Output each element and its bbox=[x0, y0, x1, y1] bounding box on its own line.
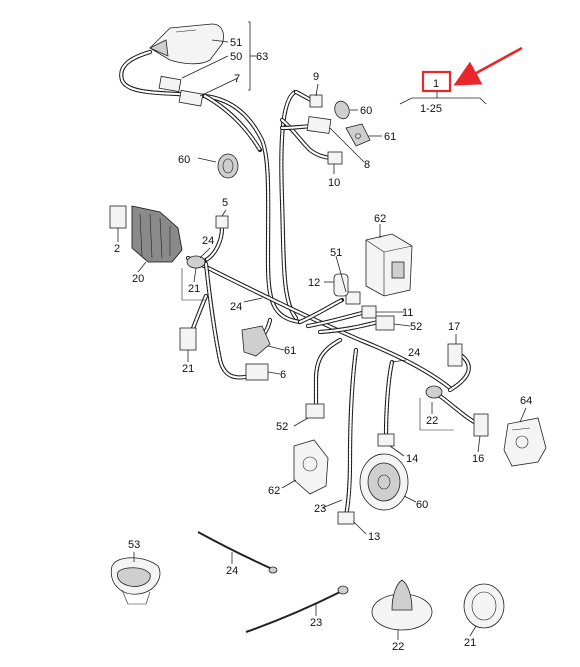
connector-16 bbox=[473, 413, 489, 437]
highlight-arrow bbox=[453, 46, 523, 86]
connector-21-lower bbox=[179, 327, 197, 351]
label-12: 12 bbox=[308, 277, 320, 289]
connector-50 bbox=[158, 75, 182, 93]
label-24-right: 24 bbox=[408, 347, 420, 359]
connector-51 bbox=[345, 291, 361, 305]
door-grommet-20 bbox=[131, 205, 183, 263]
grommet-22-trunk bbox=[419, 385, 454, 431]
label-22-trunk: 22 bbox=[426, 415, 438, 427]
leader-lines bbox=[117, 21, 527, 640]
connector-52-right bbox=[375, 315, 395, 331]
label-60-mid: 60 bbox=[178, 154, 190, 166]
label-53: 53 bbox=[128, 539, 140, 551]
bracket-61-top bbox=[345, 123, 371, 147]
cable-tie-23 bbox=[245, 585, 349, 633]
label-21-bottom: 21 bbox=[464, 637, 476, 649]
label-60-top: 60 bbox=[360, 105, 372, 117]
connector-6 bbox=[245, 363, 269, 381]
mirror-housing bbox=[149, 23, 224, 65]
label-10: 10 bbox=[328, 177, 340, 189]
label-1: 1 bbox=[433, 78, 439, 90]
connector-14 bbox=[377, 433, 395, 447]
label-51-mid: 51 bbox=[330, 247, 342, 259]
connector-5 bbox=[215, 215, 229, 229]
label-21-upper: 21 bbox=[188, 283, 200, 295]
label-16: 16 bbox=[472, 453, 484, 465]
window-motor-62 bbox=[293, 439, 329, 495]
grommet-21-bottom bbox=[463, 583, 505, 629]
loudspeaker-60 bbox=[359, 453, 409, 511]
label-7: 7 bbox=[234, 73, 240, 85]
connector-11 bbox=[361, 305, 377, 319]
highlight-box bbox=[421, 70, 452, 93]
callout-labels: 51 50 63 7 9 60 61 8 10 1 1-25 60 5 62 2… bbox=[114, 37, 532, 653]
label-51: 51 bbox=[230, 37, 242, 49]
label-23-upper: 23 bbox=[314, 503, 326, 515]
label-62-lower: 62 bbox=[268, 485, 280, 497]
control-unit-62 bbox=[365, 233, 413, 297]
holder-53 bbox=[110, 557, 161, 605]
connector-13 bbox=[337, 511, 355, 525]
label-63: 63 bbox=[256, 51, 268, 63]
label-17: 17 bbox=[448, 321, 460, 333]
label-1-25: 1-25 bbox=[420, 103, 442, 115]
connector-10 bbox=[327, 151, 343, 165]
grommet-22-bottom bbox=[371, 579, 433, 631]
connector-9 bbox=[309, 94, 323, 108]
label-61-lower: 61 bbox=[284, 345, 296, 357]
label-60-lower: 60 bbox=[416, 499, 428, 511]
label-6: 6 bbox=[280, 369, 286, 381]
label-52-right: 52 bbox=[410, 321, 422, 333]
connector-8 bbox=[306, 116, 332, 134]
label-61-top: 61 bbox=[384, 131, 396, 143]
lock-module-64 bbox=[503, 417, 547, 467]
label-21-lower: 21 bbox=[182, 363, 194, 375]
connector-7 bbox=[178, 89, 204, 107]
grommet-60-top bbox=[334, 100, 350, 120]
label-9: 9 bbox=[313, 71, 319, 83]
label-11: 11 bbox=[402, 307, 413, 319]
label-64: 64 bbox=[520, 395, 532, 407]
label-24-mid: 24 bbox=[230, 301, 242, 313]
label-50: 50 bbox=[230, 51, 242, 63]
label-24-upper: 24 bbox=[202, 235, 214, 247]
grommet-21-upper bbox=[186, 255, 206, 269]
relay-12 bbox=[333, 273, 349, 297]
label-24-lower: 24 bbox=[226, 565, 238, 577]
label-62-top: 62 bbox=[374, 213, 386, 225]
label-2: 2 bbox=[114, 243, 120, 255]
label-14: 14 bbox=[406, 453, 418, 465]
grommet-60-mid bbox=[217, 153, 239, 179]
label-8: 8 bbox=[364, 159, 370, 171]
bracket-61-lower bbox=[241, 325, 271, 357]
label-23-lower: 23 bbox=[310, 617, 322, 629]
label-52-lower: 52 bbox=[276, 421, 288, 433]
clip-bracket-21 bbox=[181, 268, 206, 301]
connector-52-lower bbox=[305, 403, 325, 419]
label-22-bottom: 22 bbox=[392, 641, 404, 653]
label-20: 20 bbox=[132, 273, 144, 285]
label-5: 5 bbox=[222, 197, 228, 209]
connector-17 bbox=[447, 343, 463, 367]
connector-2 bbox=[109, 205, 127, 229]
cable-tie-24 bbox=[197, 531, 278, 574]
label-13: 13 bbox=[368, 531, 380, 543]
